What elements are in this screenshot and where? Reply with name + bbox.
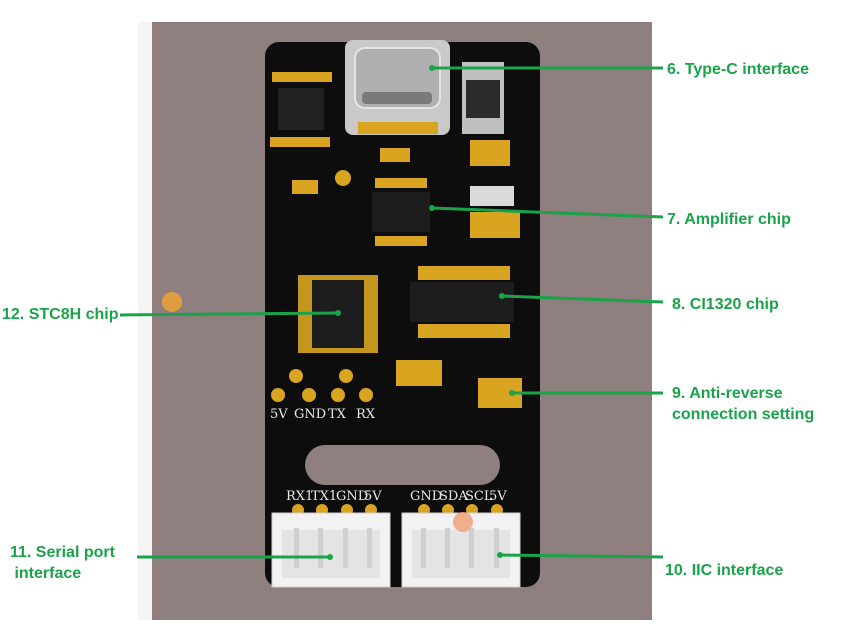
iic-header-labels: GND SDA SCL 5V (410, 489, 507, 504)
iic-pin-sda: SDA (439, 489, 468, 504)
smd-parts-lower (396, 360, 442, 386)
diode-top-inner (466, 80, 500, 118)
label-stc8h: 12. STC8H chip (2, 306, 119, 323)
pin-label-row: 5V GND TX RX (270, 407, 376, 422)
serial-pin-5v: 5V (364, 489, 382, 504)
iic-pin-gnd: GND (410, 489, 442, 504)
label-serial: 11. Serial port interface (10, 544, 115, 582)
amplifier-chip (372, 178, 430, 246)
serial-pin-rx1: RX1 (286, 489, 313, 504)
photo-left-edge (138, 22, 152, 620)
light-glare (162, 292, 182, 312)
pin-label-rx: RX (356, 407, 376, 422)
serial-header-labels: RX1 TX1 GND 5V (286, 489, 382, 504)
ci1320-chip (410, 266, 514, 338)
callout-lines (119, 66, 664, 559)
iic-pin-scl: SCL (465, 489, 493, 504)
via-pad (335, 170, 351, 186)
type-c-port (345, 40, 450, 135)
serial-pin-tx1: TX1 (311, 489, 337, 504)
label-iic: 10. IIC interface (665, 562, 784, 579)
smd-parts-left (292, 180, 318, 194)
pin-label-5v: 5V (270, 407, 288, 422)
iic-connector (401, 512, 521, 588)
label-type-c: 6. Type-C interface (667, 61, 809, 78)
pin-label-tx: TX (328, 407, 347, 422)
line-stc8h (119, 311, 339, 317)
pin-label-gnd: GND (294, 407, 326, 422)
iic-pin-5v: 5V (489, 489, 507, 504)
smd-parts-center (380, 148, 410, 162)
line-ci1320 (501, 294, 664, 304)
serial-connector (271, 512, 391, 588)
label-amplifier: 7. Amplifier chip (667, 211, 791, 228)
line-iic (499, 553, 664, 559)
cap-right (470, 212, 520, 238)
label-anti-reverse: 9. Anti-reverse connection setting (672, 385, 815, 423)
line-amplifier (431, 206, 664, 219)
pin-pads (271, 369, 373, 402)
top-left-chip (270, 72, 332, 147)
callout-dots (327, 65, 515, 560)
mounting-slot (305, 445, 500, 485)
label-ci1320: 8. CI1320 chip (672, 296, 779, 313)
smd-parts-right (470, 140, 510, 166)
serial-pin-gnd: GND (336, 489, 368, 504)
diode-mid (470, 186, 514, 206)
